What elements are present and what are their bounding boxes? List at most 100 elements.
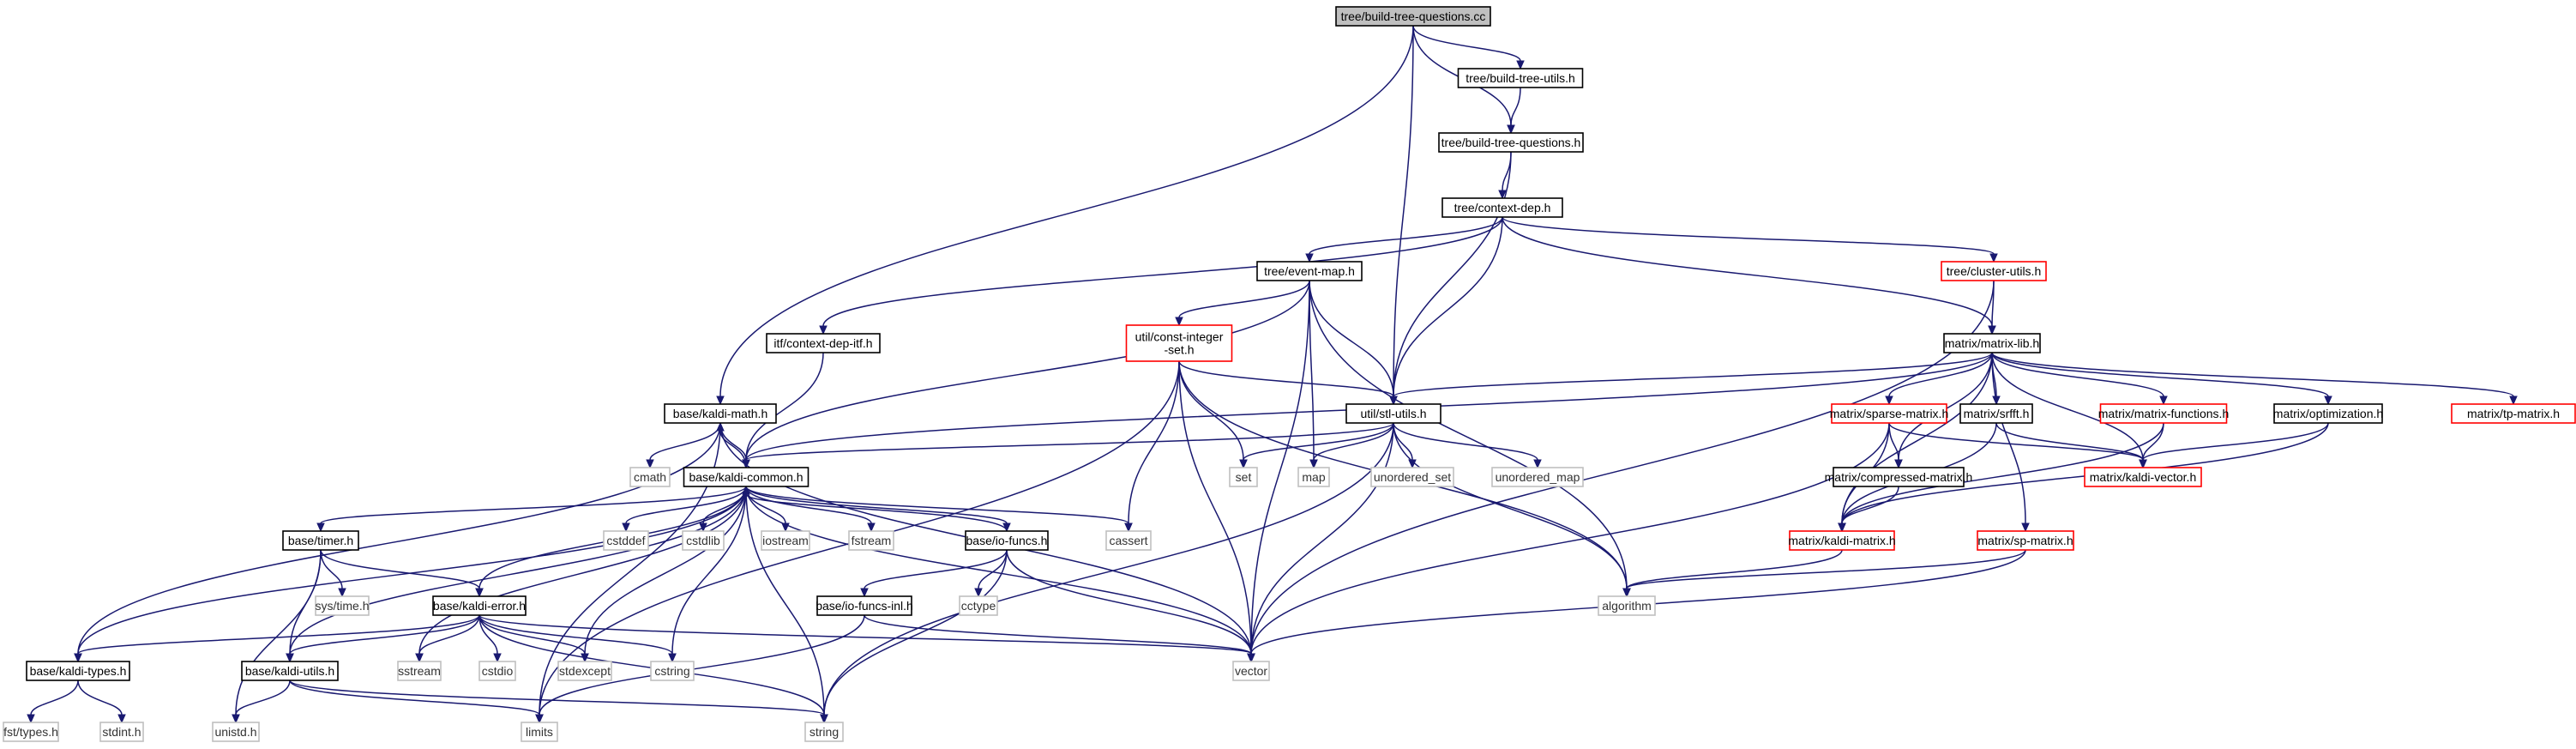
arrowhead	[1309, 459, 1318, 469]
node-label: cstdlib	[686, 534, 720, 547]
node-iofuncs[interactable]: base/io-funcs.h	[965, 530, 1049, 551]
edge-line	[77, 422, 721, 655]
node-label: -set.h	[1164, 343, 1194, 357]
node-label: algorithm	[1602, 599, 1652, 613]
edge-kutils-to-string	[289, 680, 828, 724]
node-box	[682, 530, 725, 551]
node-root[interactable]: tree/build-tree-questions.cc	[1335, 6, 1491, 27]
node-label: string	[810, 725, 839, 739]
node-box	[1345, 403, 1441, 424]
arrowhead	[535, 714, 544, 724]
node-box	[315, 595, 370, 616]
node-sparse[interactable]: matrix/sparse-matrix.h	[1830, 403, 1948, 424]
node-mlib[interactable]: matrix/matrix-lib.h	[1943, 333, 2041, 353]
node-label: cmath	[634, 470, 666, 484]
node-srfft[interactable]: matrix/srfft.h	[1959, 403, 2033, 424]
edge-iofuncs-to-kcommon	[742, 485, 1008, 532]
node-box	[1789, 530, 1895, 551]
arrowhead	[1988, 325, 1996, 335]
edge-line	[1626, 549, 1843, 589]
node-kerror[interactable]: base/kaldi-error.h	[432, 595, 527, 616]
node-kutils[interactable]: base/kaldi-utils.h	[241, 661, 339, 681]
edge-kcommon-to-timer	[316, 486, 747, 533]
node-cmath: cmath	[629, 467, 671, 487]
edge-btutils-to-btq	[1507, 87, 1521, 135]
node-stlutils[interactable]: util/stl-utils.h	[1345, 403, 1441, 424]
node-kvec[interactable]: matrix/kaldi-vector.h	[2084, 467, 2202, 487]
node-label: base/timer.h	[288, 534, 353, 547]
node-box	[650, 661, 695, 681]
node-ctxdep[interactable]: tree/context-dep.h	[1441, 197, 1563, 218]
edge-kerror-to-kutils	[286, 614, 480, 663]
node-box	[2273, 403, 2383, 424]
node-label: base/kaldi-types.h	[30, 664, 127, 678]
node-kcommon[interactable]: base/kaldi-common.h	[683, 467, 810, 487]
arrowhead	[1124, 522, 1133, 533]
node-spmat[interactable]: matrix/sp-matrix.h	[1977, 530, 2074, 551]
node-box	[3, 722, 59, 742]
arrowhead	[1533, 459, 1542, 469]
edge-constint-to-stlutils	[1178, 360, 1398, 406]
edge-line	[625, 486, 747, 524]
arrowhead	[1239, 459, 1248, 469]
node-cstring: cstring	[650, 661, 695, 681]
edge-line	[745, 486, 825, 716]
edge-line	[1178, 360, 1394, 397]
node-box	[1457, 68, 1584, 88]
edge-iofuncs-to-string	[820, 549, 1008, 724]
edge-line	[320, 549, 480, 589]
node-tpm[interactable]: matrix/tp-matrix.h	[2451, 403, 2576, 424]
node-itfctx[interactable]: itf/context-dep-itf.h	[766, 333, 881, 353]
node-btutils[interactable]: tree/build-tree-utils.h	[1457, 68, 1584, 88]
edge-line	[320, 549, 343, 589]
edge-kcommon-to-sstream	[415, 486, 747, 663]
node-kmat[interactable]: matrix/kaldi-matrix.h	[1788, 530, 1896, 551]
node-timer[interactable]: base/timer.h	[282, 530, 359, 551]
node-label: matrix/matrix-functions.h	[2098, 407, 2229, 420]
node-compmat[interactable]: matrix/compressed-matrix.h	[1825, 467, 1973, 487]
edge-kcommon-to-kmath	[716, 421, 747, 468]
node-optim[interactable]: matrix/optimization.h	[2273, 403, 2383, 424]
node-box	[816, 595, 912, 616]
node-box	[603, 530, 649, 551]
node-constint[interactable]: util/const-integer-set.h	[1125, 324, 1233, 362]
node-label: base/kaldi-utils.h	[245, 664, 334, 678]
edge-mlib-to-kmat	[1838, 352, 1993, 533]
edge-kcommon-to-iostream	[745, 486, 790, 533]
arrowhead	[2509, 396, 2518, 406]
node-label: matrix/sp-matrix.h	[1977, 534, 2073, 547]
node-iofuncsinl[interactable]: base/io-funcs-inl.h	[816, 595, 913, 616]
node-fstream: fstream	[848, 530, 894, 551]
edge-stlutils-to-umap	[1393, 422, 1542, 469]
node-btq[interactable]: tree/build-tree-questions.h	[1438, 132, 1584, 153]
node-cluster[interactable]: tree/cluster-utils.h	[1941, 261, 2047, 281]
edge-stlutils-to-set	[1239, 422, 1394, 469]
node-eventmap[interactable]: tree/event-map.h	[1256, 261, 1363, 281]
edge-line	[745, 352, 824, 461]
arrowhead	[1989, 253, 1998, 263]
arrowhead	[716, 396, 725, 406]
edge-ctxdep-to-itfctx	[819, 216, 1503, 335]
edge-line	[1626, 549, 2026, 589]
edge-line	[1178, 360, 1252, 655]
edge-kcommon-to-vector	[745, 486, 1255, 663]
edge-line	[235, 680, 291, 716]
edge-line	[1393, 216, 1503, 397]
node-mfunc[interactable]: matrix/matrix-functions.h	[2098, 403, 2229, 424]
node-box	[1232, 661, 1270, 681]
edge-line	[1250, 280, 1310, 655]
node-cctype: cctype	[959, 595, 998, 616]
node-kmath[interactable]: base/kaldi-math.h	[664, 403, 777, 424]
node-label: itf/context-dep-itf.h	[773, 336, 872, 350]
edge-line	[719, 25, 1414, 397]
node-label: tree/cluster-utils.h	[1947, 264, 2041, 278]
edge-line	[1006, 549, 1252, 655]
node-ktypes[interactable]: base/kaldi-types.h	[26, 661, 130, 681]
edge-line	[1393, 422, 1538, 461]
arrowhead	[415, 653, 424, 663]
arrowhead	[1894, 459, 1903, 469]
node-label: base/kaldi-error.h	[433, 599, 526, 613]
edge-line	[418, 614, 480, 655]
edge-line	[702, 486, 747, 524]
edge-line	[1243, 422, 1394, 461]
